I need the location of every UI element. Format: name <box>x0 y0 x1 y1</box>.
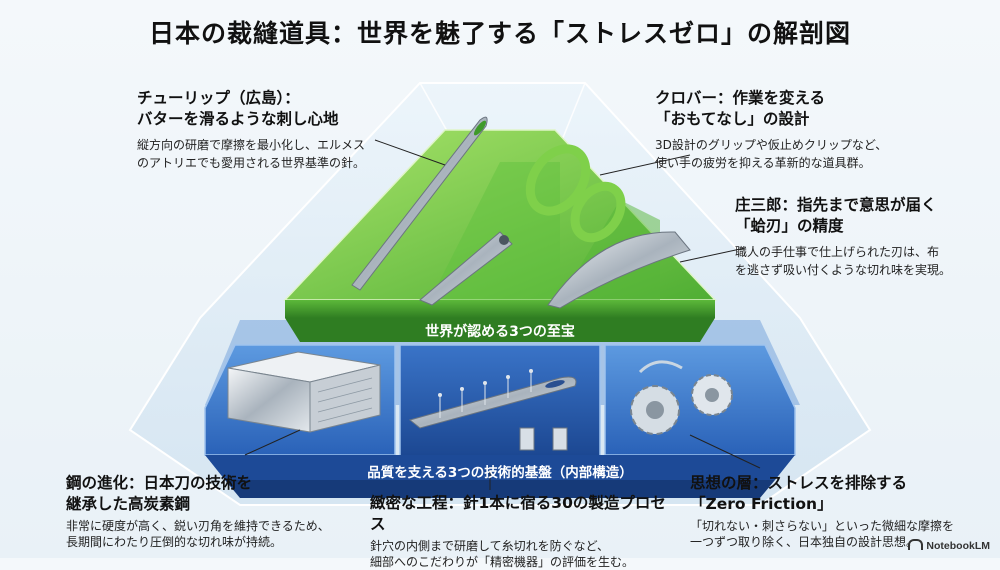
notebooklm-logo-icon <box>908 539 924 550</box>
callout-body: 非常に硬度が高く、鋭い刃角を維持できるため、 長期間にわたり圧倒的な切れ味が持続… <box>66 519 330 549</box>
callout-tulip: チューリップ（広島）： バターを滑るような刺し心地 縦方向の研磨で摩擦を最小化し… <box>137 88 387 172</box>
callout-heading: 鋼の進化：日本刀の技術を 継承した高炭素鋼 <box>66 474 253 513</box>
callout-body: 縦方向の研磨で摩擦を最小化し、エルメス のアトリエでも愛用される世界基準の針。 <box>137 138 366 170</box>
scissors-icon <box>419 144 626 306</box>
gears-icon <box>630 360 733 435</box>
callout-body: 「切れない・刺さらない」といった微細な摩擦を 一つずつ取り除く、日本独自の設計思… <box>690 519 955 549</box>
callout-heading: 緻密な工程：針1本に宿る30の製造プロセス <box>370 494 666 533</box>
callout-heading: 庄三郎：指先まで意思が届く 「蛤刃」の精度 <box>735 196 937 235</box>
callout-heading: クロバー：作業を変える 「おもてなし」の設計 <box>655 89 826 128</box>
callout-body: 針穴の内側まで研磨して糸切れを防ぐなど、 細部へのこだわりが「精密機器」の評価を… <box>370 539 635 569</box>
upper-band-label: 世界が認める3つの至宝 <box>425 324 575 340</box>
page-title: 日本の裁縫道具：世界を魅了する「ストレスゼロ」の解剖図 <box>148 19 851 48</box>
precision-needle <box>408 369 577 451</box>
callout-shozaburo: 庄三郎：指先まで意思が届く 「蛤刃」の精度 職人の手仕事で仕上げられた刃は、布 … <box>735 195 985 279</box>
callout-process: 緻密な工程：針1本に宿る30の製造プロセス 針穴の内側まで研磨して糸切れを防ぐな… <box>370 493 680 570</box>
lower-tier <box>204 320 800 498</box>
shears-blade-icon <box>547 231 691 309</box>
callout-body: 3D設計のグリップや仮止めクリップなど、 使い手の疲労を抑える革新的な道具群。 <box>655 138 888 170</box>
callout-heading: チューリップ（広島）： バターを滑るような刺し心地 <box>137 89 339 128</box>
callout-steel: 鋼の進化：日本刀の技術を 継承した高炭素鋼 非常に硬度が高く、鋭い刃角を維持でき… <box>66 473 366 550</box>
callout-clover: クロバー：作業を変える 「おもてなし」の設計 3D設計のグリップや仮止めクリップ… <box>655 88 905 172</box>
needle-icon <box>351 116 488 291</box>
pyramid-illustration <box>128 82 872 506</box>
steel-block <box>227 351 381 433</box>
callout-philosophy: 思想の層：ストレスを排除する 「Zero Friction」 「切れない・刺さら… <box>690 473 990 550</box>
callout-connectors <box>244 139 761 490</box>
notebooklm-logo: NotebookLM <box>908 539 990 552</box>
callout-heading: 思想の層：ストレスを排除する 「Zero Friction」 <box>690 474 908 513</box>
lower-band-label: 品質を支える3つの技術的基盤（内部構造） <box>367 465 633 481</box>
callout-body: 職人の手仕事で仕上げられた刃は、布 を逃さず吸い付くような切れ味を実現。 <box>735 245 952 277</box>
